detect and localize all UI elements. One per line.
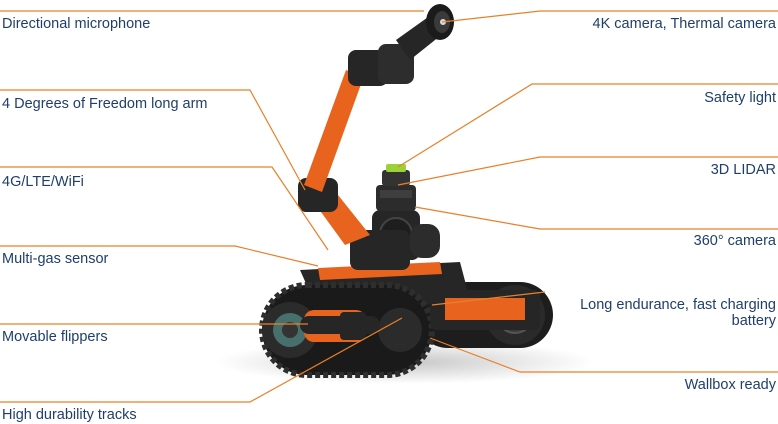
leader-lines xyxy=(0,10,778,403)
label-long-arm: 4 Degrees of Freedom long arm xyxy=(2,96,208,112)
battery-pack xyxy=(430,290,540,330)
robot-illustration xyxy=(215,4,595,384)
label-battery: Long endurance, fast charging battery xyxy=(580,297,776,329)
leader-line-wallbox xyxy=(429,337,778,373)
label-directional-microphone: Directional microphone xyxy=(2,16,151,32)
leader-line-lidar xyxy=(397,156,778,186)
label-tracks: High durability tracks xyxy=(2,407,137,423)
label-wallbox: Wallbox ready xyxy=(684,377,776,393)
leader-line-360-camera xyxy=(414,206,778,230)
leader-line-gas xyxy=(0,245,319,267)
leader-line-battery xyxy=(431,291,546,306)
label-safety-light: Safety light xyxy=(704,90,776,106)
leader-line-tracks xyxy=(0,317,403,403)
leader-line-arm xyxy=(0,89,306,191)
flipper xyxy=(300,316,380,334)
label-multi-gas-sensor: Multi-gas sensor xyxy=(2,251,109,267)
label-360-camera: 360° camera xyxy=(693,233,776,249)
leader-line-camera xyxy=(441,10,778,23)
label-camera: 4K camera, Thermal camera xyxy=(592,16,776,32)
robotic-arm xyxy=(298,4,454,270)
leader-line-safety-light xyxy=(397,83,778,168)
label-network: 4G/LTE/WiFi xyxy=(2,174,84,190)
label-movable-flippers: Movable flippers xyxy=(2,329,108,345)
leader-line-network xyxy=(0,166,329,251)
label-lidar: 3D LIDAR xyxy=(710,162,776,178)
